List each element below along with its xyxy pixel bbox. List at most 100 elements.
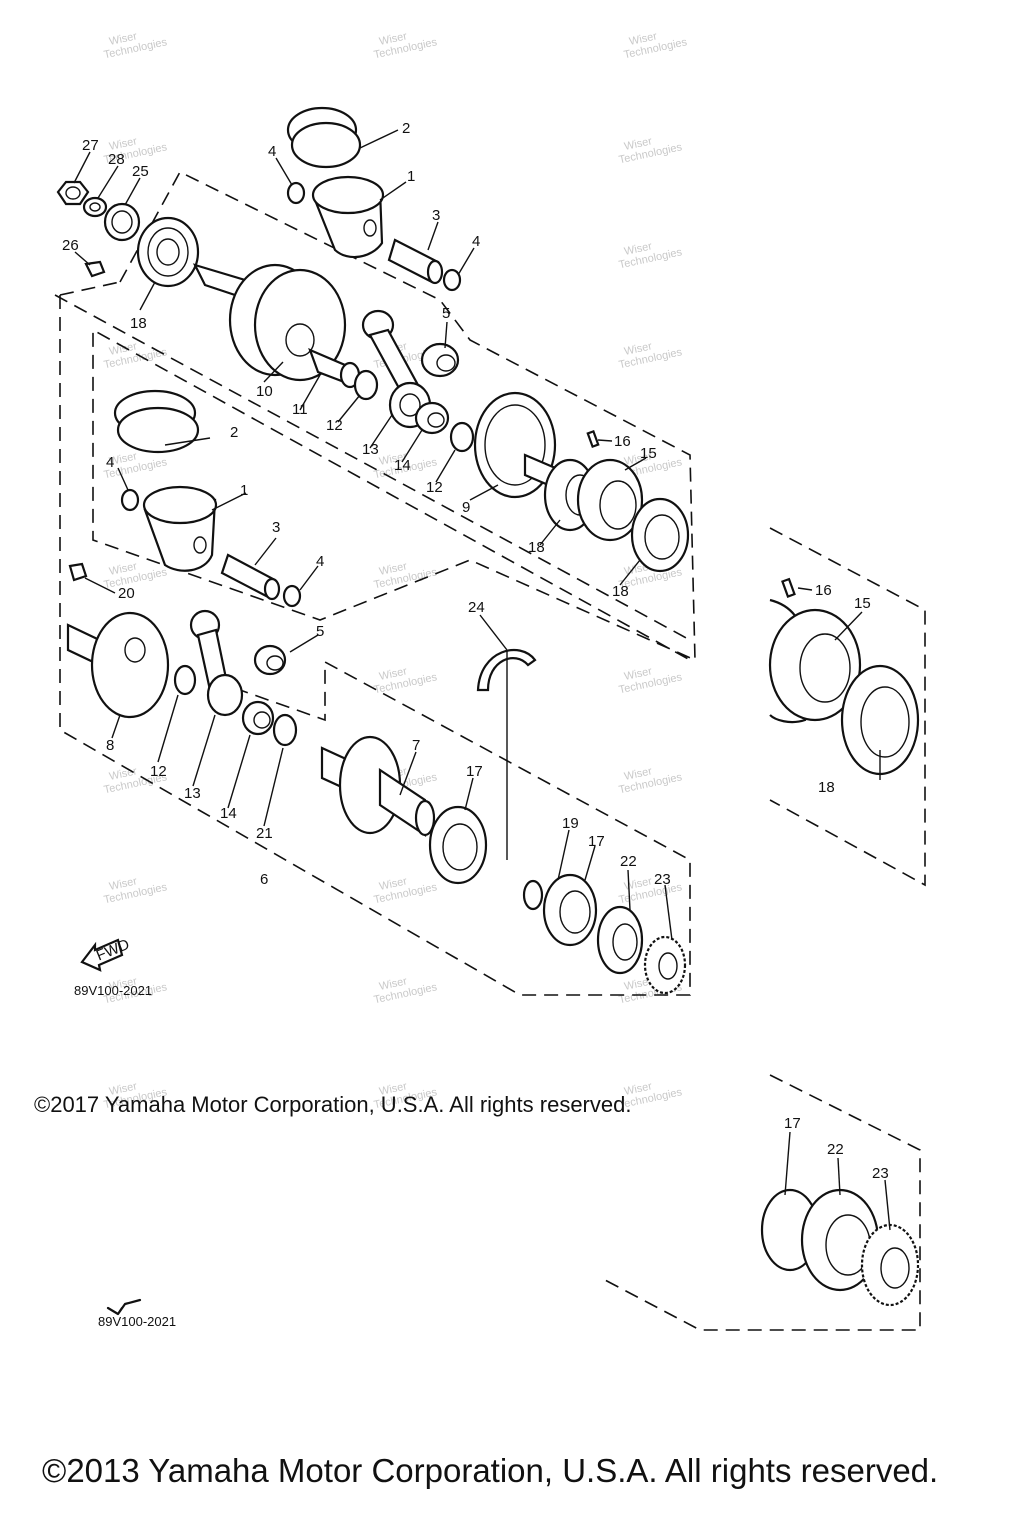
inset-bearing-detail — [768, 577, 920, 776]
needle-bearing-5-lower — [253, 644, 287, 676]
crank-half-10 — [192, 263, 347, 382]
washer-28 — [82, 196, 108, 218]
thrust-ring-24 — [476, 648, 537, 692]
callout-lower-assembly-18: 22 — [620, 853, 637, 870]
washer-12-upper-a — [353, 369, 379, 401]
key-26 — [84, 260, 106, 278]
watermark-text: Wiser — [623, 665, 653, 683]
callout-upper-assembly-15: 14 — [394, 457, 411, 474]
callout-lower-assembly-13: 7 — [412, 737, 420, 754]
watermark-text: Wiser — [108, 30, 138, 48]
washer-21 — [272, 713, 298, 747]
watermark-text: Wiser — [378, 875, 408, 893]
callout-upper-assembly-10: 5 — [442, 305, 450, 322]
bearing-17-lower-a — [428, 805, 488, 885]
callout-upper-assembly-14: 13 — [362, 441, 379, 458]
watermark-text: Wiser — [623, 975, 653, 993]
callout-inset-gear-2: 23 — [872, 1165, 889, 1182]
piston-1-lower — [142, 485, 218, 572]
watermark-text: Wiser — [378, 665, 408, 683]
circlip-4-lower-a — [120, 488, 140, 512]
callout-upper-assembly-11: 10 — [256, 383, 273, 400]
leader-lines — [73, 129, 891, 1231]
callout-inset-bearing-1: 15 — [854, 595, 871, 612]
watermark-text: Wiser — [108, 450, 138, 468]
callout-upper-assembly-0: 27 — [82, 137, 99, 154]
nut-27 — [56, 180, 90, 206]
callout-inset-bearing-0: 16 — [815, 582, 832, 599]
callout-upper-assembly-9: 4 — [472, 233, 480, 250]
callout-upper-assembly-3: 26 — [62, 237, 79, 254]
callout-upper-assembly-19: 15 — [640, 445, 657, 462]
callout-lower-assembly-16: 19 — [562, 815, 579, 832]
callout-upper-assembly-8: 3 — [432, 207, 440, 224]
circlip-4-lower-b — [282, 584, 302, 608]
lower-crank-assembly: FWD — [66, 389, 687, 995]
piston-pin-3-lower — [220, 553, 281, 601]
callout-upper-assembly-12: 11 — [292, 401, 308, 418]
callout-upper-assembly-18: 16 — [614, 433, 631, 450]
crank-half-8 — [66, 611, 170, 719]
watermark-text: Wiser — [108, 135, 138, 153]
copyright-2017: ©2017 Yamaha Motor Corporation, U.S.A. A… — [34, 1092, 632, 1117]
watermark-text: Wiser — [623, 340, 653, 358]
washer-12-upper-b — [449, 421, 475, 453]
bearing-17-lower-b — [542, 873, 598, 947]
watermark-text: Wiser — [623, 1080, 653, 1098]
dowel-16-upper — [586, 429, 600, 449]
callout-lower-assembly-0: 2 — [230, 424, 238, 441]
callout-upper-assembly-7: 1 — [407, 168, 415, 185]
watermark-text: Wiser — [108, 340, 138, 358]
watermark-text: Wiser — [378, 560, 408, 578]
callout-lower-assembly-14: 17 — [466, 763, 483, 780]
figure-code-upper: 89V100-2021 — [74, 983, 152, 998]
callout-upper-assembly-21: 18 — [612, 583, 629, 600]
crankshaft-7 — [320, 735, 436, 838]
collar-15-upper — [576, 458, 644, 542]
callout-lower-assembly-3: 3 — [272, 519, 280, 536]
seal-22-lower — [596, 905, 644, 975]
callout-lower-assembly-2: 1 — [240, 482, 248, 499]
oil-seal-25 — [103, 202, 141, 242]
needle-bearing-5-upper — [420, 342, 460, 378]
callout-upper-assembly-2: 25 — [132, 163, 149, 180]
needle-bearing-14-lower — [241, 700, 275, 736]
piston-rings-2-upper — [286, 106, 362, 169]
watermark-text: Wiser — [623, 765, 653, 783]
callout-lower-assembly-6: 5 — [316, 623, 324, 640]
piston-pin-3-upper — [387, 238, 444, 285]
watermark-text: Wiser — [623, 875, 653, 893]
figure-code-lower: 89V100-2021 — [98, 1314, 176, 1329]
inset-gear-detail — [106, 1188, 920, 1316]
watermark-text: Wiser — [378, 30, 408, 48]
callout-lower-assembly-9: 13 — [184, 785, 201, 802]
callout-lower-assembly-10: 14 — [220, 805, 237, 822]
key-20 — [68, 562, 88, 582]
callout-lower-assembly-19: 23 — [654, 871, 671, 888]
callout-lower-assembly-1: 4 — [106, 454, 114, 471]
watermark-text: Wiser — [628, 30, 658, 48]
callout-upper-assembly-13: 12 — [326, 417, 343, 434]
needle-bearing-14-upper — [414, 401, 450, 435]
callout-lower-assembly-5: 20 — [118, 585, 135, 602]
fwd-arrow-icon: FWD — [80, 936, 132, 972]
callout-lower-assembly-4: 4 — [316, 553, 324, 570]
callout-lower-assembly-7: 8 — [106, 737, 114, 754]
callout-lower-assembly-12: 6 — [260, 871, 268, 888]
watermark-text: Wiser — [378, 975, 408, 993]
bearing-18-upper — [136, 216, 200, 288]
watermark-text: Wiser — [623, 240, 653, 258]
callout-upper-assembly-17: 9 — [462, 499, 470, 516]
upper-crank-assembly — [56, 106, 690, 573]
copyright-2013: ©2013 Yamaha Motor Corporation, U.S.A. A… — [42, 1452, 939, 1489]
callout-lower-assembly-8: 12 — [150, 763, 167, 780]
watermark-text: Wiser — [108, 875, 138, 893]
callout-upper-assembly-1: 28 — [108, 151, 125, 168]
watermark-text: Wiser — [108, 765, 138, 783]
washer-19 — [522, 879, 544, 911]
callout-lower-assembly-15: 24 — [468, 599, 485, 616]
callout-inset-gear-1: 22 — [827, 1141, 844, 1158]
watermark-text: Wiser — [623, 135, 653, 153]
circlip-4-upper-a — [286, 181, 306, 205]
